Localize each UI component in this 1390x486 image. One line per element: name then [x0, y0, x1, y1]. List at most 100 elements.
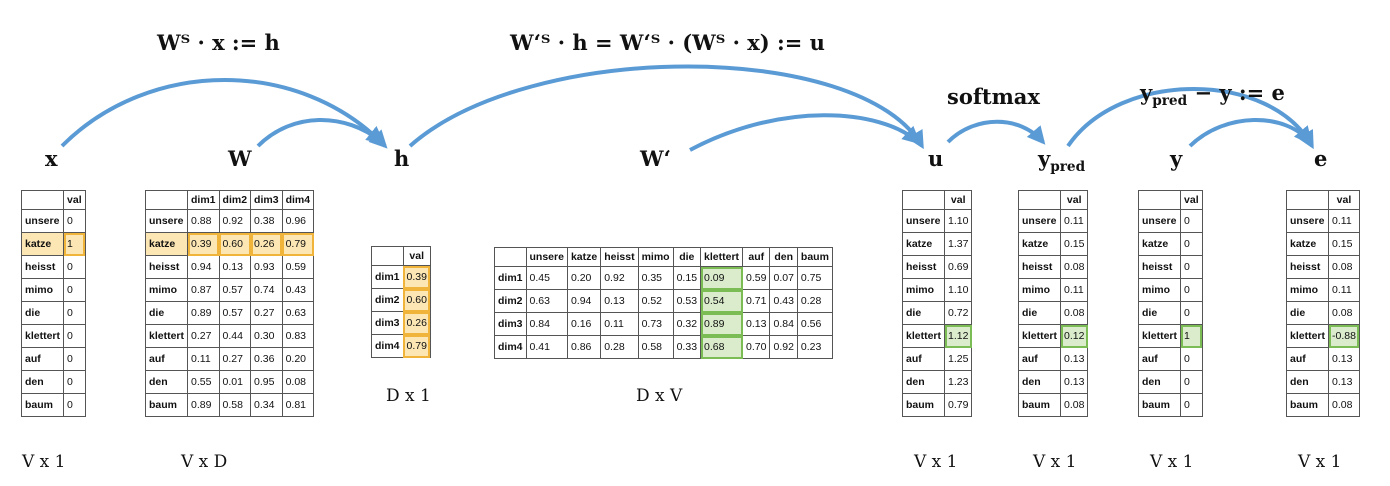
value-cell: 0.56 — [796, 312, 833, 336]
node-label-u: u — [928, 146, 944, 171]
value-cell: 0 — [63, 347, 86, 371]
arrow-Wp-to-u — [689, 113, 921, 152]
value-cell: 0.94 — [187, 255, 220, 279]
dim-label-x: V x 1 — [22, 452, 66, 472]
value-cell: 0.38 — [250, 209, 283, 233]
arrow-W-to-h — [256, 118, 385, 148]
row-label: mimo — [901, 278, 946, 302]
value-cell: 0.81 — [281, 393, 315, 417]
row-label: mimo — [1017, 278, 1062, 302]
value-cell: 0.12 — [1060, 324, 1089, 348]
value-cell: 0.01 — [218, 370, 252, 394]
row-label: klettert — [1017, 324, 1062, 348]
row-label: dim3 — [494, 312, 527, 336]
value-cell: 0.23 — [796, 335, 833, 359]
value-cell: 0.08 — [1328, 255, 1360, 279]
value-cell: 0.13 — [1328, 370, 1360, 394]
header-corner — [20, 190, 65, 210]
value-cell: 0.58 — [218, 393, 252, 417]
value-cell: 0.84 — [525, 312, 568, 336]
row-label: unsere — [901, 209, 946, 233]
value-cell: 1.10 — [944, 278, 973, 302]
value-cell: 0.11 — [1060, 278, 1089, 302]
column-header: val — [1180, 190, 1203, 210]
dim-label-W: V x D — [181, 452, 228, 472]
value-cell: 0.08 — [1328, 393, 1360, 417]
value-cell: 0.11 — [1328, 278, 1360, 302]
equation-error: ypred − y := e — [1140, 80, 1285, 110]
value-cell: 0.08 — [1060, 301, 1089, 325]
value-cell: 0 — [63, 255, 86, 279]
column-header: dim3 — [250, 190, 283, 210]
column-header: dim4 — [281, 190, 315, 210]
value-cell: 0.73 — [637, 312, 674, 336]
row-label: auf — [901, 347, 946, 371]
column-header: val — [63, 190, 86, 210]
row-label: dim3 — [371, 311, 404, 335]
node-label-y: y — [1170, 146, 1183, 171]
value-cell: 0 — [63, 324, 86, 348]
row-label: den — [1285, 370, 1330, 394]
value-cell: 0 — [63, 301, 86, 325]
value-cell: 0.08 — [281, 370, 315, 394]
value-cell: 0.28 — [796, 289, 833, 313]
row-label: die — [901, 301, 946, 325]
value-cell: 0 — [1180, 393, 1203, 417]
row-label: baum — [1017, 393, 1062, 417]
row-label: die — [144, 301, 189, 325]
row-label: auf — [1017, 347, 1062, 371]
column-header: katze — [566, 247, 602, 267]
arrow-x-to-h — [60, 78, 388, 149]
value-cell: 0.11 — [187, 347, 220, 371]
value-cell: 1.23 — [944, 370, 973, 394]
row-label: mimo — [144, 278, 189, 302]
value-cell: 0.27 — [218, 347, 252, 371]
value-cell: 0.26 — [402, 311, 431, 335]
value-cell: 0.58 — [637, 335, 674, 359]
row-label: unsere — [20, 209, 65, 233]
node-label-x: x — [45, 146, 58, 171]
row-label: die — [1017, 301, 1062, 325]
row-label: die — [1285, 301, 1330, 325]
value-cell: 0.15 — [1328, 232, 1360, 256]
row-label: dim4 — [494, 335, 527, 359]
value-cell: 0.13 — [600, 289, 639, 313]
row-label: heisst — [1137, 255, 1182, 279]
dim-label-ypred: V x 1 — [1033, 452, 1077, 472]
node-label-h: h — [394, 146, 410, 171]
value-cell: 0.94 — [566, 289, 602, 313]
column-header: klettert — [700, 247, 744, 267]
value-cell: 0.32 — [672, 312, 702, 336]
row-label: dim2 — [494, 289, 527, 313]
value-cell: 0.60 — [218, 232, 252, 256]
value-cell: 0.35 — [637, 266, 674, 290]
row-label: baum — [144, 393, 189, 417]
equation-hidden: Wᵀ · x := h — [157, 30, 280, 55]
row-label: heisst — [1285, 255, 1330, 279]
row-label: unsere — [144, 209, 189, 233]
